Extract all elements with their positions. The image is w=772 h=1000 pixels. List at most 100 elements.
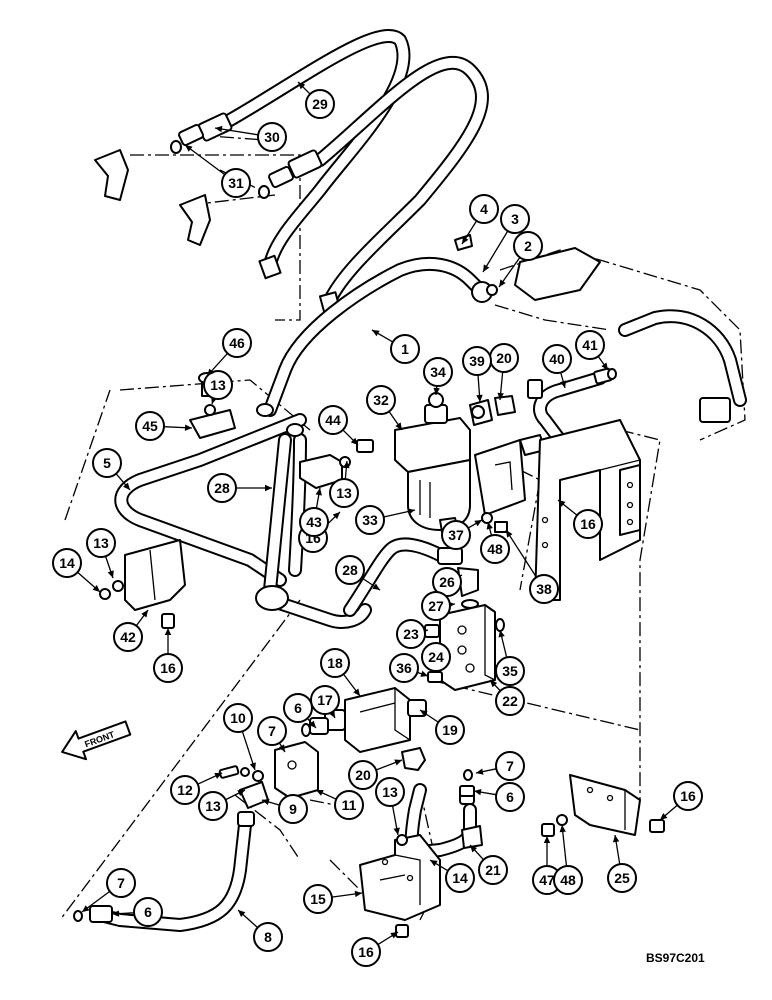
- callout-number: 12: [177, 782, 193, 798]
- callout-27: 27: [421, 591, 456, 621]
- callout-16: 16: [153, 628, 183, 683]
- callout-number: 26: [439, 574, 455, 590]
- callout-8: 8: [237, 909, 283, 952]
- callout-number: 30: [264, 129, 280, 145]
- callout-number: 47: [539, 872, 555, 888]
- callout-circle: [396, 619, 426, 649]
- callout-number: 28: [214, 480, 230, 496]
- callout-arrowhead: [474, 788, 482, 796]
- callout-48: 48: [553, 824, 583, 895]
- callout-circle: [303, 884, 333, 914]
- callout-circle: [198, 791, 228, 821]
- callout-arrowhead: [394, 759, 402, 766]
- callout-6: 6: [473, 782, 525, 812]
- block-11: [218, 741, 319, 809]
- callout-number: 13: [210, 377, 226, 393]
- callout-number: 34: [430, 364, 446, 380]
- callout-6: 6: [283, 693, 317, 729]
- callout-16: 16: [351, 931, 399, 967]
- callout-arrowhead: [559, 825, 566, 833]
- callout-circle: [135, 411, 165, 441]
- callout-arrowhead: [207, 368, 215, 376]
- callout-number: 46: [229, 335, 245, 351]
- callout-number: 48: [487, 541, 503, 557]
- callout-circle: [106, 868, 136, 898]
- callout-number: 2: [524, 238, 532, 254]
- callout-circle: [445, 863, 475, 893]
- callout-34: 34: [423, 357, 453, 396]
- callout-arrowhead: [372, 330, 380, 337]
- callout-number: 41: [582, 337, 598, 353]
- callout-20: 20: [489, 343, 519, 401]
- callout-number: 4: [480, 201, 488, 217]
- callout-arrowhead: [558, 500, 566, 507]
- phantom-outlines: [59, 134, 746, 921]
- callout-arrowhead: [354, 890, 362, 898]
- callout-number: 5: [103, 455, 111, 471]
- callout-arrowhead: [215, 125, 223, 133]
- callout-38: 38: [505, 529, 559, 604]
- callout-arrowhead: [141, 610, 148, 618]
- callout-arrowhead: [265, 484, 272, 492]
- callout-number: 7: [268, 723, 276, 739]
- callout-arrowhead: [498, 630, 505, 638]
- callout-46: 46: [206, 328, 252, 377]
- callout-43: 43: [299, 487, 329, 537]
- callout-arrowhead: [238, 910, 246, 918]
- callout-circle: [92, 448, 122, 478]
- bracket-42: [99, 539, 186, 629]
- callout-number: 16: [580, 516, 596, 532]
- callout-circle: [222, 328, 252, 358]
- callout-arrowhead: [372, 583, 380, 590]
- callout-arrowhead: [395, 422, 402, 430]
- callout-3: 3: [482, 204, 530, 273]
- callout-arrowhead: [430, 860, 438, 867]
- callout-number: 18: [327, 655, 343, 671]
- callout-11: 11: [315, 789, 364, 820]
- callout-14: 14: [429, 859, 475, 893]
- callout-circle: [133, 897, 163, 927]
- callout-circle: [113, 622, 143, 652]
- callout-number: 38: [536, 581, 552, 597]
- callout-circle: [575, 330, 605, 360]
- callout-13: 13: [375, 777, 405, 836]
- callout-circle: [223, 703, 253, 733]
- callout-arrowhead: [483, 264, 490, 272]
- callout-arrowhead: [164, 628, 172, 635]
- callout-circle: [462, 346, 492, 376]
- callout-number: 19: [442, 722, 458, 738]
- callout-circle: [673, 781, 703, 811]
- callout-circle: [421, 591, 451, 621]
- callout-arrowhead: [214, 773, 222, 779]
- callout-40: 40: [542, 344, 572, 389]
- callout-circle: [553, 865, 583, 895]
- callout-circle: [153, 653, 183, 683]
- callout-32: 32: [366, 385, 403, 431]
- callout-25: 25: [607, 834, 637, 893]
- callout-arrowhead: [499, 279, 506, 287]
- callout-circle: [495, 656, 525, 686]
- callout-circle: [221, 168, 251, 198]
- callout-15: 15: [303, 884, 363, 914]
- fittings-30-31: [94, 112, 323, 246]
- callout-number: 25: [614, 870, 630, 886]
- filter-assembly: [394, 392, 471, 533]
- callout-circle: [421, 642, 451, 672]
- callout-6: 6: [111, 897, 163, 927]
- callout-23: 23: [396, 619, 429, 649]
- callout-arrowhead: [490, 680, 498, 688]
- callout-circle: [423, 357, 453, 387]
- callout-29: 29: [297, 81, 335, 119]
- callout-7: 7: [475, 751, 525, 781]
- callout-20: 20: [348, 759, 403, 790]
- callout-circle: [283, 693, 313, 723]
- elbow-20: [401, 747, 426, 771]
- callout-12: 12: [170, 772, 223, 805]
- callout-7: 7: [81, 868, 136, 913]
- callout-arrowhead: [343, 461, 350, 469]
- callout-arrowhead: [262, 798, 270, 806]
- callout-arrowhead: [350, 437, 358, 445]
- callout-arrowhead: [393, 827, 400, 835]
- callout-4: 4: [461, 194, 499, 245]
